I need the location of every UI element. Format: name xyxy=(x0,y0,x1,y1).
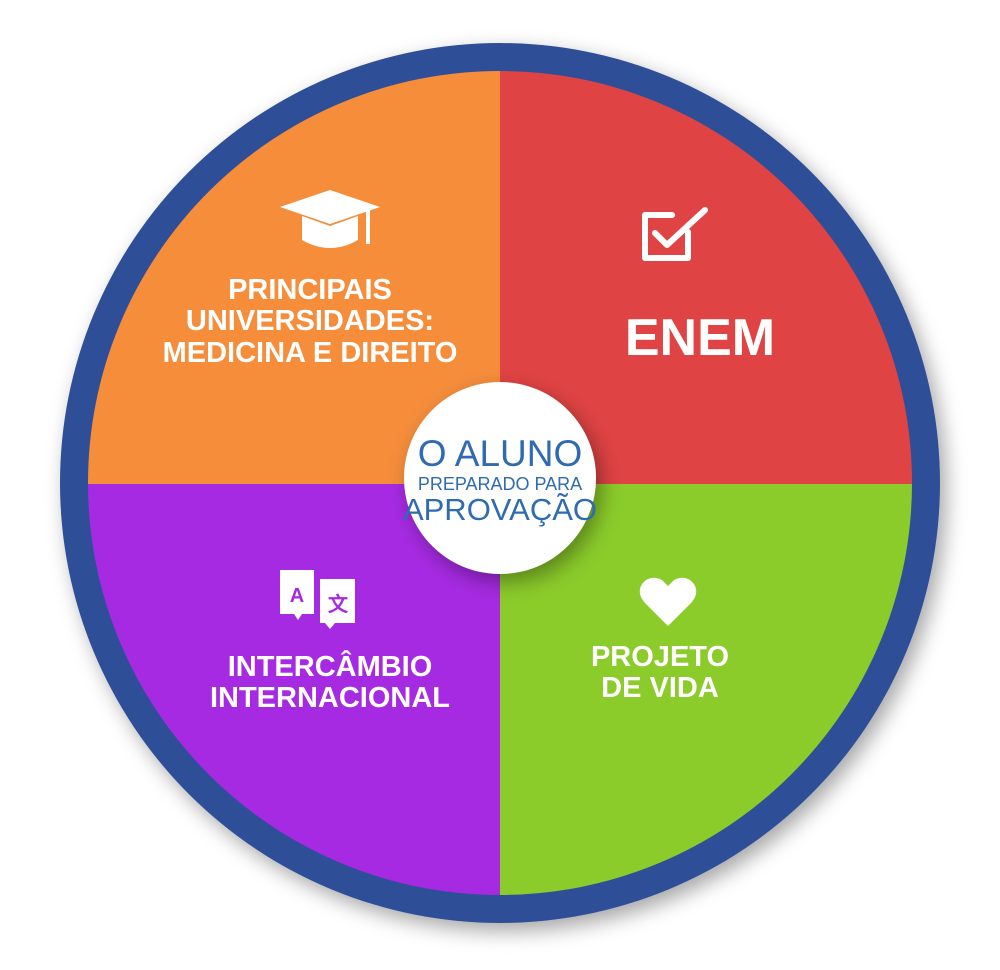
label-universidades: PRINCIPAIS UNIVERSIDADES: MEDICINA E DIR… xyxy=(150,274,470,369)
label-intercambio: INTERCÂMBIO INTERNACIONAL xyxy=(180,651,480,715)
label-line: DE VIDA xyxy=(601,672,719,705)
center-title: O ALUNO xyxy=(417,432,583,474)
label-line: ENEM xyxy=(624,309,776,367)
svg-text:文: 文 xyxy=(328,592,349,616)
label-line: PRINCIPAIS xyxy=(228,274,392,306)
label-line: UNIVERSIDADES: xyxy=(185,305,435,338)
svg-text:A: A xyxy=(290,585,304,607)
checkbox-icon xyxy=(642,207,708,261)
label-enem: ENEM xyxy=(540,310,860,366)
heart-icon xyxy=(639,577,697,626)
center-title-2: APROVAÇÃO xyxy=(402,492,598,528)
label-line: INTERCÂMBIO xyxy=(227,651,433,683)
label-line: MEDICINA E DIREITO xyxy=(162,336,458,369)
label-line: INTERNACIONAL xyxy=(209,682,451,715)
center-label: O ALUNO PREPARADO PARA APROVAÇÃO xyxy=(402,385,598,575)
label-line: PROJETO xyxy=(590,641,730,673)
translate-icon: A 文 xyxy=(280,570,355,629)
center-subtitle: PREPARADO PARA xyxy=(417,473,583,494)
label-projeto-de-vida: PROJETO DE VIDA xyxy=(540,641,780,705)
graduation-cap-icon xyxy=(280,190,380,248)
center-circle xyxy=(404,382,596,574)
